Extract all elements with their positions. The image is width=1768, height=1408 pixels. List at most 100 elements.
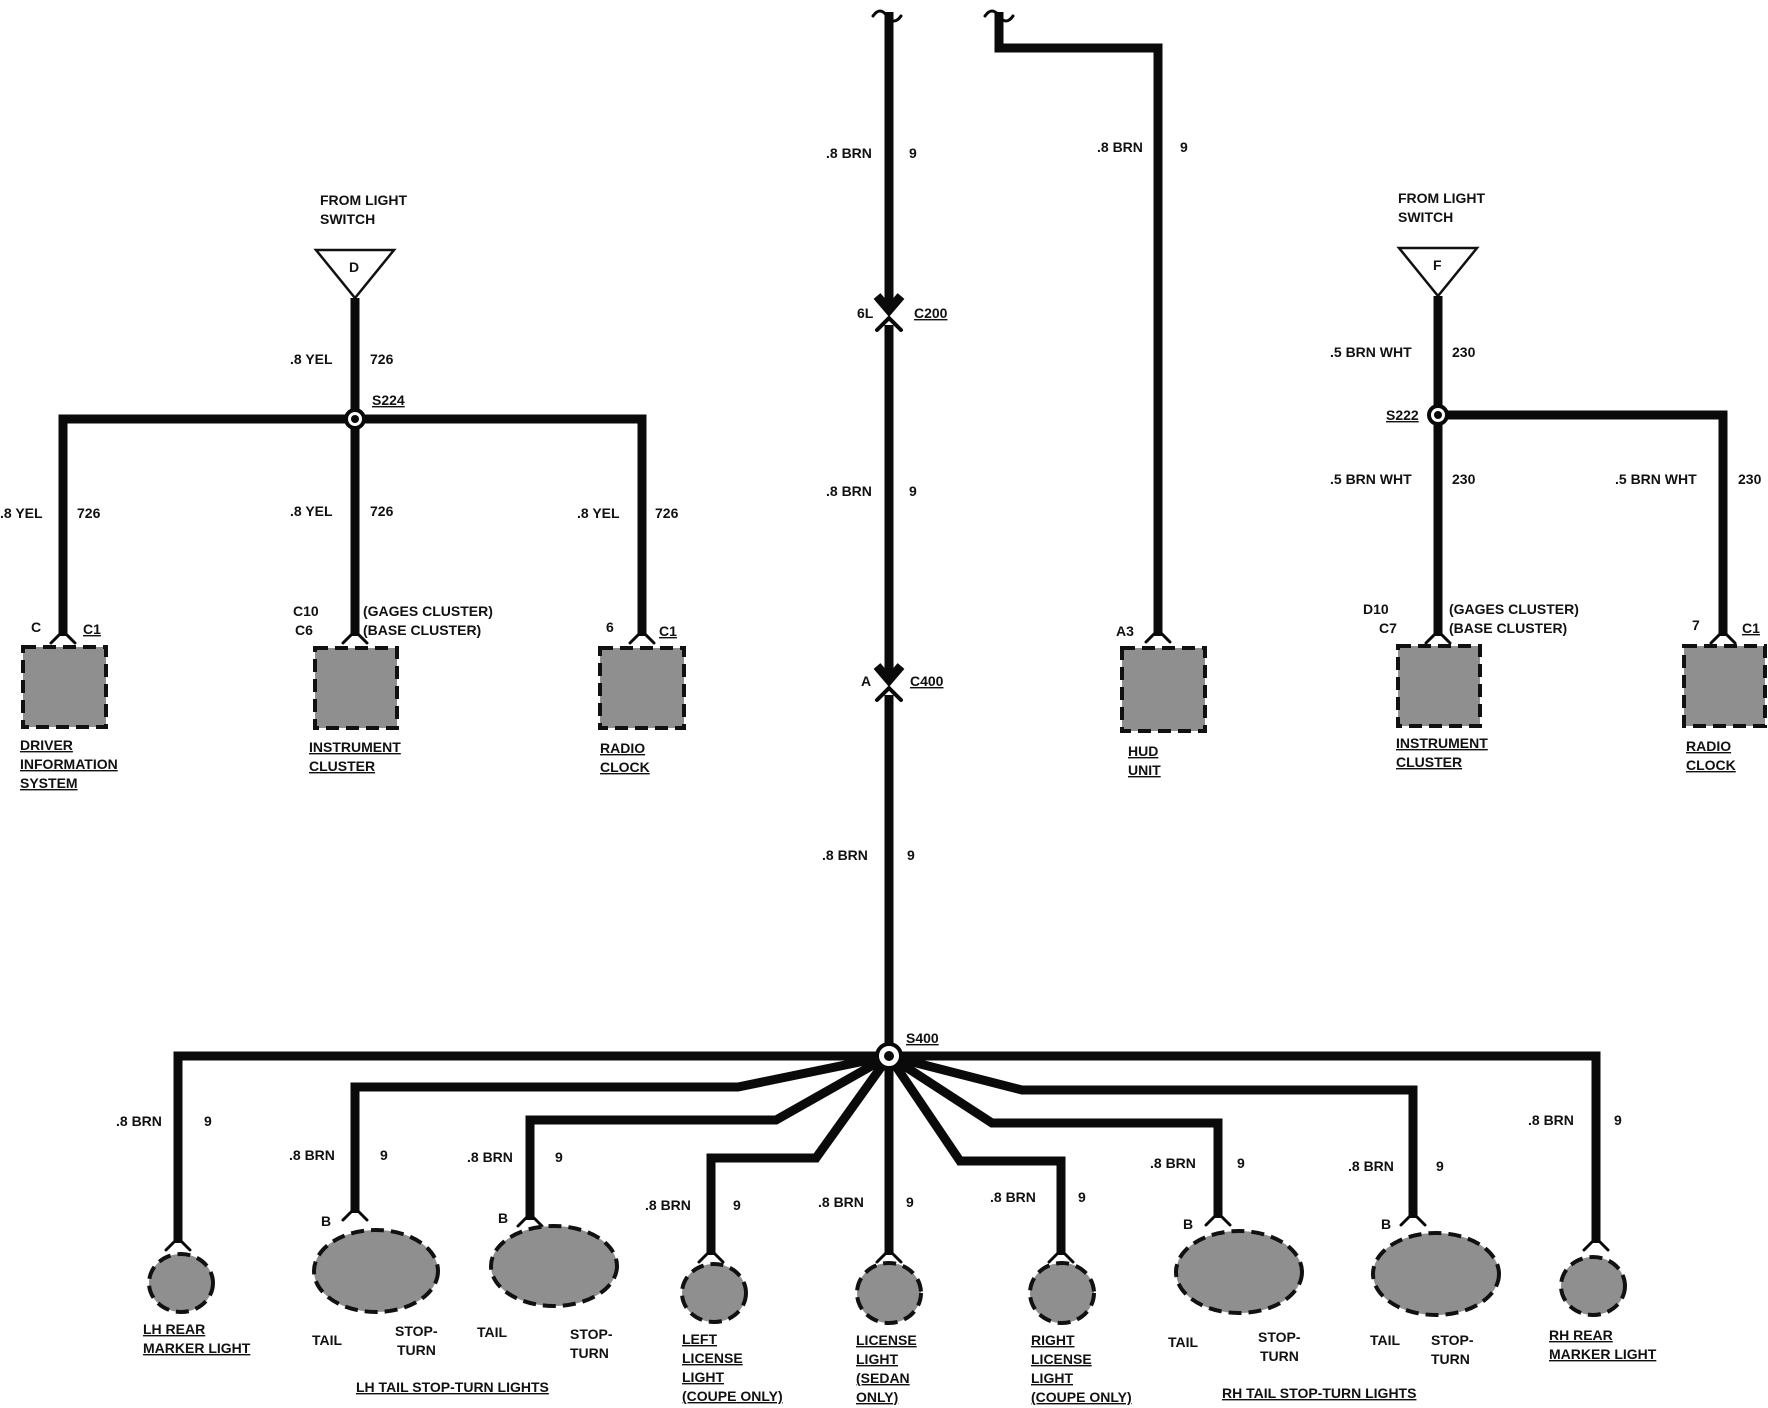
hud-connector-pin: A3 bbox=[1116, 623, 1134, 639]
lt1-stop: STOP- bbox=[395, 1323, 438, 1339]
ic2-connector-note-1: (GAGES CLUSTER) bbox=[1449, 601, 1579, 617]
dis-label-3: SYSTEM bbox=[20, 775, 78, 791]
right-license-label-3: LIGHT bbox=[1031, 1370, 1073, 1386]
lh-marker-wire bbox=[173, 1051, 889, 1243]
s400-label: S400 bbox=[906, 1030, 939, 1046]
s224-splice-center bbox=[351, 415, 359, 423]
trunk1-wire-id: 9 bbox=[909, 145, 917, 161]
b4-id: 9 bbox=[733, 1197, 741, 1213]
lt2-stop: STOP- bbox=[570, 1326, 613, 1342]
b3-id: 9 bbox=[555, 1149, 563, 1165]
trunk3-wire-color: .8 BRN bbox=[822, 847, 868, 863]
s400-splice-center bbox=[884, 1051, 894, 1061]
ic2-connector-pin-1: D10 bbox=[1363, 601, 1389, 617]
left-license-label-2: LICENSE bbox=[682, 1350, 743, 1366]
rt2-stop: STOP- bbox=[1431, 1332, 1474, 1348]
rt1-stop: STOP- bbox=[1258, 1329, 1301, 1345]
right-source-letter: F bbox=[1433, 257, 1442, 273]
rt2-tail: TAIL bbox=[1370, 1332, 1401, 1348]
c400-label: C400 bbox=[910, 673, 944, 689]
r-branch2-id: 230 bbox=[1738, 471, 1762, 487]
right-license-lamp bbox=[1028, 1261, 1096, 1325]
left-source-triangle bbox=[313, 248, 397, 300]
rc2-box bbox=[1682, 644, 1767, 728]
rt2-turn: TURN bbox=[1431, 1351, 1470, 1367]
rc-label-2: CLOCK bbox=[600, 759, 650, 775]
rh-marker-light-lamp bbox=[1559, 1255, 1627, 1317]
right-license-wire bbox=[885, 1053, 1066, 1255]
b1-id: 9 bbox=[204, 1113, 212, 1129]
r-branch1-color: .5 BRN WHT bbox=[1330, 471, 1412, 487]
rt1-arrow bbox=[1204, 1211, 1232, 1227]
b8-id: 9 bbox=[1436, 1158, 1444, 1174]
ic2-box bbox=[1396, 644, 1482, 728]
lh-marker-label-2: MARKER LIGHT bbox=[143, 1340, 251, 1356]
lh-marker-arrow bbox=[164, 1236, 192, 1252]
b2-color: .8 BRN bbox=[289, 1147, 335, 1163]
left-feed-color: .8 YEL bbox=[290, 351, 333, 367]
left-source-label-1: FROM LIGHT bbox=[320, 192, 408, 208]
license-arrow bbox=[875, 1248, 903, 1264]
l-branch3-color: .8 YEL bbox=[577, 505, 620, 521]
lt1-arrow bbox=[341, 1206, 369, 1222]
s222-label: S222 bbox=[1386, 407, 1419, 423]
trunk1-wire-color: .8 BRN bbox=[826, 145, 872, 161]
b9-color: .8 BRN bbox=[1528, 1112, 1574, 1128]
left-license-lamp bbox=[680, 1262, 748, 1324]
left-source-label-2: SWITCH bbox=[320, 211, 375, 227]
hud-connector-arrow bbox=[1144, 628, 1172, 644]
c200-label: C200 bbox=[914, 305, 948, 321]
license-lamp bbox=[855, 1261, 923, 1325]
rt2-pin: B bbox=[1381, 1216, 1391, 1232]
rt1-tail: TAIL bbox=[1168, 1334, 1199, 1350]
l-branch1-id: 726 bbox=[77, 505, 101, 521]
b2-id: 9 bbox=[380, 1147, 388, 1163]
dis-label-1: DRIVER bbox=[20, 737, 73, 753]
ic-connector-note-2: (BASE CLUSTER) bbox=[363, 622, 481, 638]
hud-unit-box bbox=[1120, 646, 1207, 733]
lt2-turn: TURN bbox=[570, 1345, 609, 1361]
l-branch3-id: 726 bbox=[655, 505, 679, 521]
left-license-label-3: LIGHT bbox=[682, 1369, 724, 1385]
left-license-label-4: (COUPE ONLY) bbox=[682, 1388, 783, 1404]
rc2-connector-label: C1 bbox=[1742, 620, 1760, 636]
rh-tail2-wire bbox=[887, 1051, 1418, 1218]
b1-color: .8 BRN bbox=[116, 1113, 162, 1129]
lh-tail2-wire bbox=[525, 1052, 892, 1220]
ic-connector-arrow bbox=[341, 629, 369, 645]
b5-color: .8 BRN bbox=[818, 1194, 864, 1210]
hud-label-2: UNIT bbox=[1128, 762, 1161, 778]
rc-label-1: RADIO bbox=[600, 740, 645, 756]
trunk2-wire-id: 9 bbox=[909, 483, 917, 499]
ic-label-1: INSTRUMENT bbox=[309, 739, 401, 755]
lt2-tail: TAIL bbox=[477, 1324, 508, 1340]
rc-connector-pin: 6 bbox=[606, 619, 614, 635]
trunk2-wire-color: .8 BRN bbox=[826, 483, 872, 499]
rh-tail1-wire bbox=[886, 1052, 1223, 1218]
b8-color: .8 BRN bbox=[1348, 1158, 1394, 1174]
dis-connector-arrow bbox=[49, 629, 77, 645]
left-license-arrow bbox=[697, 1248, 725, 1264]
rh-tail2-lamp bbox=[1371, 1231, 1501, 1317]
hud-label-1: HUD bbox=[1128, 743, 1158, 759]
dis-box bbox=[21, 645, 108, 729]
rt1-turn: TURN bbox=[1260, 1348, 1299, 1364]
ic-connector-pin-1: C10 bbox=[293, 603, 319, 619]
right-license-label-2: LICENSE bbox=[1031, 1351, 1092, 1367]
b6-color: .8 BRN bbox=[990, 1189, 1036, 1205]
l-branch1-color: .8 YEL bbox=[0, 505, 43, 521]
hud-wire-id: 9 bbox=[1180, 139, 1188, 155]
c200-arrow-female bbox=[875, 316, 903, 332]
rc2-connector-arrow bbox=[1709, 629, 1737, 645]
lh-marker-label-1: LH REAR bbox=[143, 1321, 205, 1337]
ic2-label-1: INSTRUMENT bbox=[1396, 735, 1488, 751]
rh-tail1-lamp bbox=[1174, 1229, 1304, 1315]
ic-label-2: CLUSTER bbox=[309, 758, 375, 774]
rt2-arrow bbox=[1399, 1211, 1427, 1227]
trunk3-wire-id: 9 bbox=[907, 847, 915, 863]
b3-color: .8 BRN bbox=[467, 1149, 513, 1165]
lh-marker-light-lamp bbox=[147, 1252, 215, 1314]
b7-id: 9 bbox=[1237, 1155, 1245, 1171]
ic2-connector-pin-2: C7 bbox=[1379, 620, 1397, 636]
